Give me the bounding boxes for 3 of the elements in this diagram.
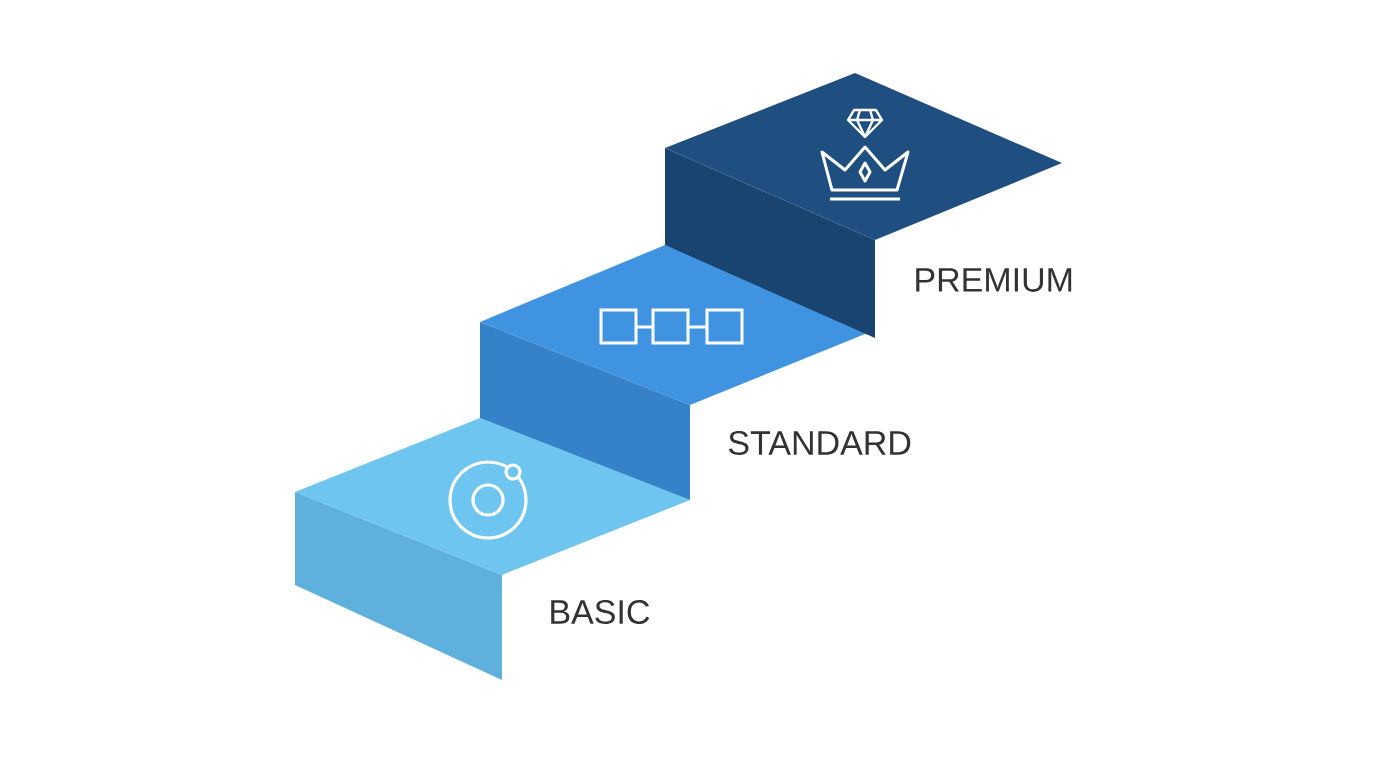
step-label: PREMIUM bbox=[916, 268, 1072, 292]
step-label: BASIC bbox=[551, 599, 650, 625]
step-label: STANDARD bbox=[728, 430, 911, 456]
